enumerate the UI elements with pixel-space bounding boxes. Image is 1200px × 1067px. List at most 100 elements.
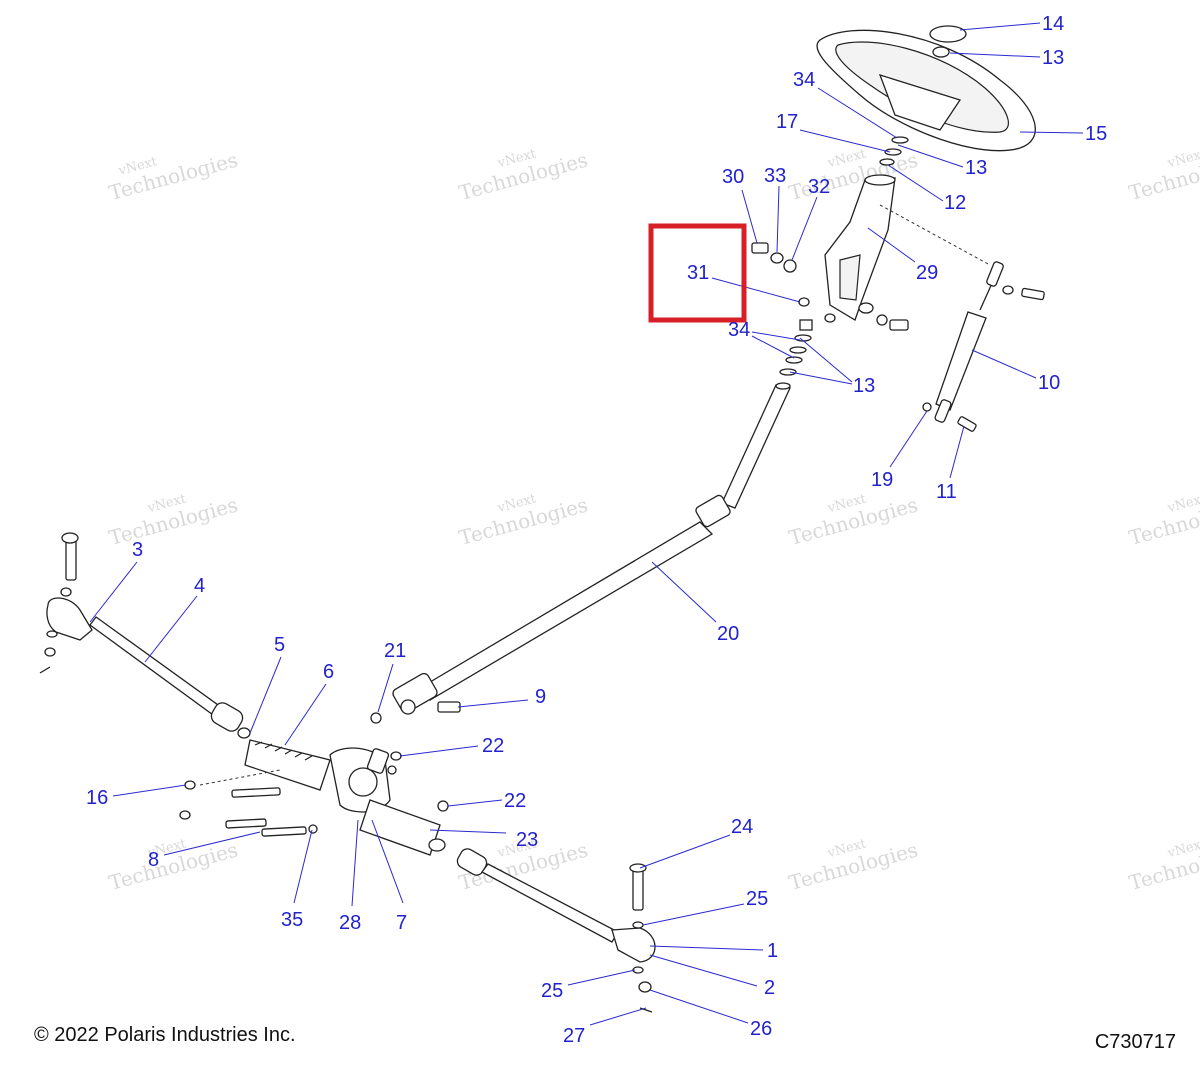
steering-wheel	[816, 29, 1036, 152]
callout-22a[interactable]: 22	[482, 735, 504, 757]
gas-strut	[934, 261, 1045, 423]
nut-8	[179, 810, 191, 820]
nut-26	[638, 981, 652, 993]
drawing-code: C730717	[1094, 1031, 1176, 1053]
leader-lines	[89, 22, 1084, 1026]
watermark: vNext Technologies	[786, 836, 920, 895]
callout-1[interactable]: 1	[767, 940, 778, 962]
assembly-dashline	[879, 204, 991, 266]
callout-13b[interactable]: 13	[853, 375, 875, 397]
callout-31[interactable]: 31	[687, 262, 709, 284]
callout-34a[interactable]: 34	[793, 69, 815, 91]
steering-rack	[237, 727, 446, 856]
callout-18[interactable]: 17	[776, 111, 798, 133]
steering-column-bracket	[824, 174, 896, 321]
watermark: vNext Technologies	[456, 146, 590, 205]
callout-33[interactable]: 33	[764, 165, 786, 187]
callout-25a[interactable]: 25	[746, 888, 768, 910]
callout-24[interactable]: 24	[731, 816, 753, 838]
callout-4[interactable]: 4	[194, 575, 205, 597]
upper-ring	[879, 158, 895, 166]
wheel-cap	[929, 25, 967, 43]
rack-dashline	[199, 769, 281, 786]
upper-steering-shaft	[695, 382, 791, 528]
callout-12[interactable]: 12	[944, 192, 966, 214]
watermark: vNext Technologies	[1126, 491, 1200, 550]
callout-25b[interactable]: 25	[541, 980, 563, 1002]
highlight-box	[648, 223, 747, 323]
bolt-9	[437, 701, 461, 713]
callout-8[interactable]: 8	[148, 849, 159, 871]
copyright-notice: © 2022 Polaris Industries Inc.	[34, 1024, 296, 1046]
left-tie-rod	[39, 532, 244, 732]
left-stud	[65, 537, 77, 581]
bolt-30	[751, 242, 769, 254]
bolt-8c	[261, 826, 307, 837]
nut-21	[370, 712, 382, 724]
bolt-24-head	[629, 863, 647, 873]
callout-5[interactable]: 5	[274, 634, 285, 656]
ring-13b	[785, 356, 803, 364]
callout-3[interactable]: 3	[132, 539, 143, 561]
upper-spacer	[884, 148, 902, 156]
nut	[824, 313, 836, 323]
upper-washer	[891, 136, 909, 144]
watermark: vNext Technologies	[1126, 146, 1200, 205]
rack-washer-22a	[387, 765, 397, 775]
rack-nut-22a	[390, 751, 402, 761]
watermark: vNext Technologies	[786, 491, 920, 550]
callout-21[interactable]: 21	[384, 640, 406, 662]
callout-13a[interactable]: 13	[965, 157, 987, 179]
callout-2[interactable]: 2	[764, 977, 775, 999]
washer-33	[770, 252, 784, 264]
callout-15[interactable]: 13	[1042, 47, 1064, 69]
bolt-8b	[225, 818, 267, 829]
watermark: vNext Technologies	[106, 148, 240, 205]
watermark: vNext Technologies	[456, 491, 590, 550]
callout-27[interactable]: 27	[563, 1025, 585, 1047]
watermark: vNext Technologies	[106, 491, 240, 550]
washer	[876, 314, 888, 326]
nut-31	[798, 297, 810, 307]
callout-11[interactable]: 11	[936, 481, 957, 503]
callout-28[interactable]: 28	[339, 912, 361, 934]
callout-14[interactable]: 15	[1085, 123, 1107, 145]
bolt-8a	[231, 787, 281, 798]
cotter-pin-27	[639, 1007, 653, 1013]
watermark-line2: Technologies	[106, 148, 240, 205]
callout-26[interactable]: 26	[750, 1018, 772, 1040]
wheel-nut	[932, 46, 950, 58]
callout-22b[interactable]: 22	[504, 790, 526, 812]
callout-23[interactable]: 23	[516, 829, 538, 851]
callout-16[interactable]: 14	[1042, 13, 1064, 35]
callout-19[interactable]: 19	[871, 469, 893, 491]
intermediate-shaft	[392, 521, 714, 715]
bolt-24	[632, 867, 644, 911]
nut-17	[184, 780, 196, 790]
bushing-34	[799, 319, 813, 331]
callout-32[interactable]: 32	[808, 176, 830, 198]
callout-35[interactable]: 35	[281, 909, 303, 931]
watermark: vNext Technologies	[786, 146, 920, 205]
clip-13	[779, 368, 797, 376]
bolt	[889, 319, 909, 331]
rack-nut-22b	[437, 800, 449, 812]
bolt-11	[957, 416, 977, 432]
callout-20[interactable]: 20	[717, 623, 739, 645]
callout-34b[interactable]: 34	[728, 319, 750, 341]
ring-13	[789, 346, 807, 354]
callout-6[interactable]: 6	[323, 661, 334, 683]
nut-19	[922, 402, 932, 412]
watermark: vNext Technologies	[106, 836, 240, 895]
callout-30[interactable]: 30	[722, 166, 744, 188]
callout-9[interactable]: 9	[535, 686, 546, 708]
watermark: vNext Technologies	[1126, 836, 1200, 895]
washer-35	[308, 824, 318, 834]
bushing	[858, 302, 874, 314]
callout-7[interactable]: 7	[396, 912, 407, 934]
callout-10[interactable]: 10	[1038, 372, 1060, 394]
callout-29[interactable]: 29	[916, 262, 938, 284]
callout-17[interactable]: 16	[86, 787, 108, 809]
right-tie-rod	[456, 848, 656, 963]
